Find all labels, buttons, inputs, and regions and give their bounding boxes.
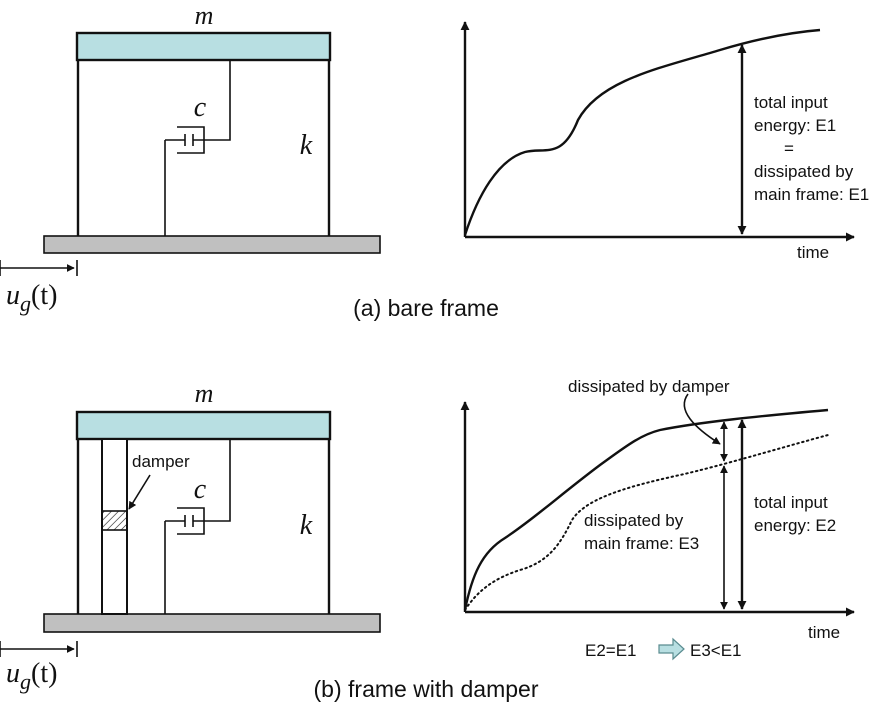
ground-motion-a: ug(t): [0, 260, 78, 316]
input-energy-curve-b: [463, 408, 829, 611]
panel-b-plot: dissipated by damper dissipated by main …: [460, 377, 855, 661]
main-frame-energy-label: dissipated by main frame: E3: [584, 511, 699, 553]
ug-symbol-b: u: [6, 658, 20, 689]
energy-label-a: total input energy: E1 = dissipated by m…: [754, 93, 869, 204]
viscous-damper-b: [164, 439, 231, 614]
caption-b: (b) frame with damper: [314, 676, 539, 702]
ug-argument-b: (t): [31, 658, 57, 689]
damper-hatch: [101, 510, 128, 531]
stiffness-label-a: k: [300, 130, 313, 161]
damper-pointer: [128, 474, 151, 510]
svg-text:ug(t): ug(t): [6, 658, 57, 694]
ug-subscript-b: g: [20, 669, 31, 694]
panel-a-frame: m c k ug(t): [0, 1, 381, 316]
damping-label-a: c: [194, 92, 207, 123]
damper-energy-pointer: [683, 393, 721, 445]
damper-label: damper: [132, 452, 190, 471]
mass-label-b: m: [195, 379, 214, 408]
ground-motion-b: ug(t): [0, 641, 78, 694]
input-energy-curve-a: [463, 28, 821, 236]
time-label-a: time: [797, 243, 829, 262]
total-energy-label-b: total input energy: E2: [754, 493, 836, 535]
right-arrow-icon: [658, 637, 685, 661]
ug-argument-a: (t): [31, 280, 57, 311]
mass-label-a: m: [195, 1, 214, 30]
viscous-damper-a: [164, 60, 231, 236]
ground-b: [43, 613, 381, 633]
panel-b-frame: damper m c k ug(t): [0, 379, 381, 694]
panel-a-plot: total input energy: E1 = dissipated by m…: [460, 21, 869, 262]
ground-a: [43, 235, 381, 254]
damping-label-b: c: [194, 474, 207, 505]
mass-a: [75, 31, 332, 62]
mass-b: [75, 410, 332, 441]
time-label-b: time: [808, 623, 840, 642]
ug-subscript-a: g: [20, 291, 31, 316]
damper-dissipation-label: dissipated by damper: [568, 377, 730, 396]
stiffness-label-b: k: [300, 510, 313, 541]
relation-left: E2=E1: [585, 641, 637, 660]
caption-a: (a) bare frame: [353, 295, 499, 321]
ug-symbol-a: u: [6, 280, 20, 311]
relation-right: E3<E1: [690, 641, 742, 660]
svg-text:ug(t): ug(t): [6, 280, 57, 316]
